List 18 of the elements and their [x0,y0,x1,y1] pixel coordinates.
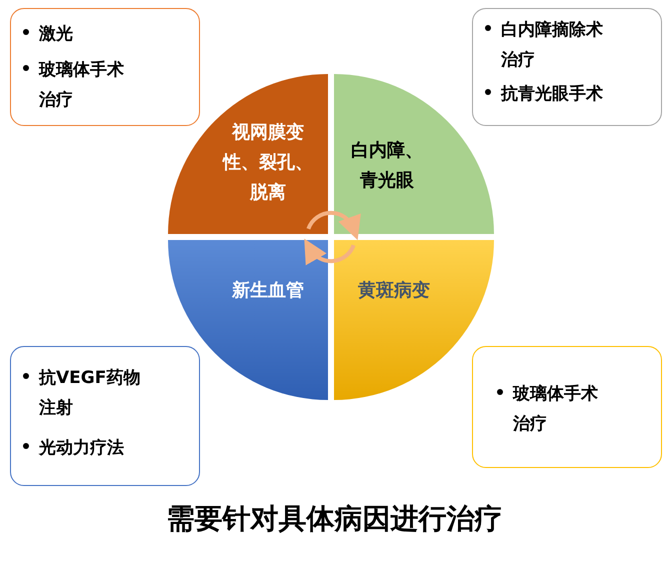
caption: 需要针对具体病因进行治疗 [166,501,504,537]
note-box [472,8,662,126]
bullet-text: 激光 [39,23,74,46]
bullet-text: 光动力疗法 [39,437,125,460]
quadrant-label: 白内障、青光眼 [350,139,424,193]
quadrant-label: 新生血管 [230,279,305,303]
curved-arrow [306,210,360,240]
bullet-text: 抗VEGF药物注射 [39,367,142,420]
curved-arrow [304,238,356,266]
quadrant-label: 黄斑病变 [357,279,431,303]
bullet-text: 玻璃体手术治疗 [513,383,599,436]
note-box [10,8,200,126]
bullet-text: 玻璃体手术治疗 [39,59,125,112]
note-box [472,346,662,468]
bullet-text: 抗青光眼手术 [501,83,604,106]
bullet-text: 白内障摘除术治疗 [501,19,604,72]
note-box [10,346,200,486]
quadrant-label: 视网膜变性、裂孔、脱离 [221,121,314,205]
